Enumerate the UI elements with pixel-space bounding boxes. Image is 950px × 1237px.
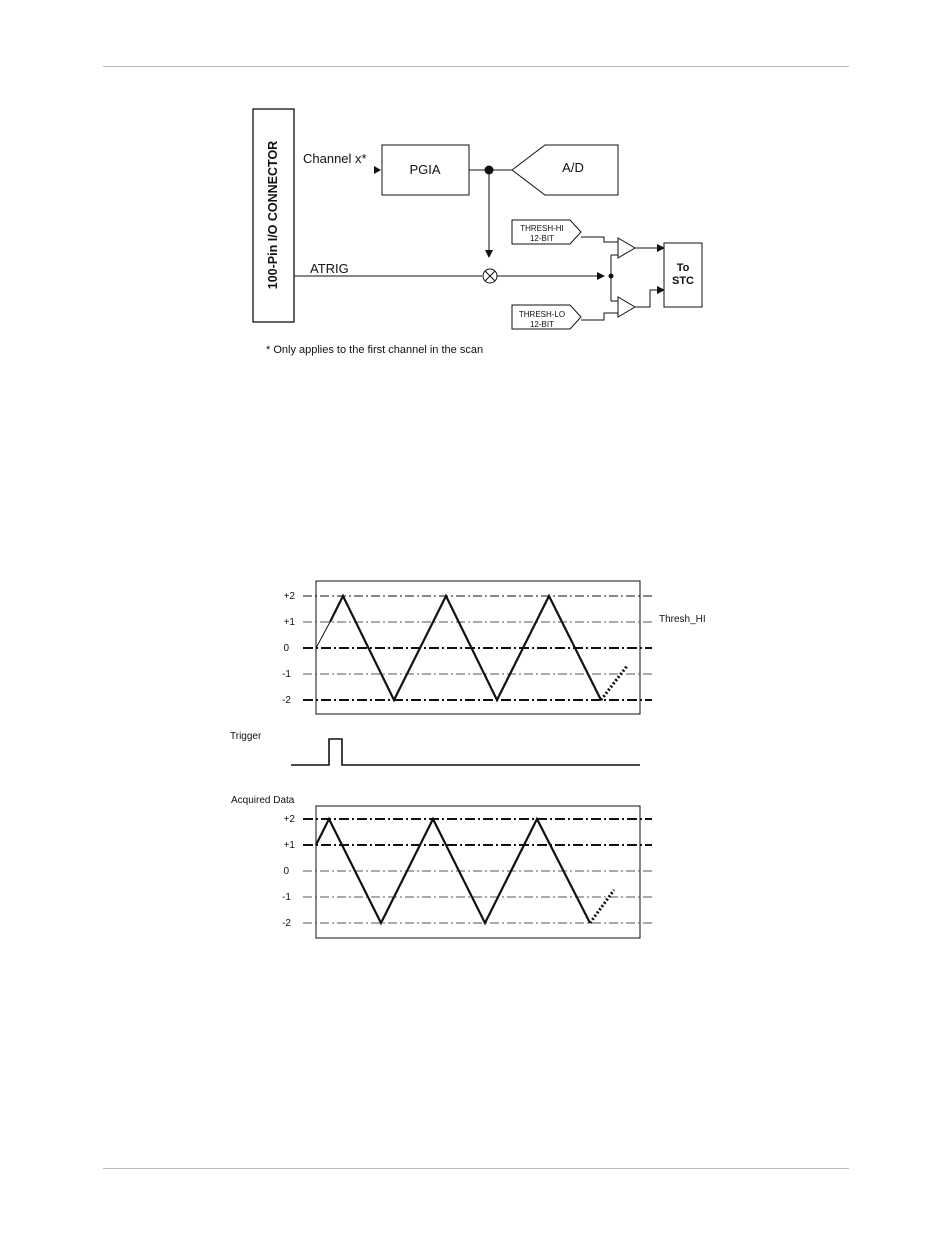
thresh-hi-wire — [581, 237, 618, 242]
acquired-data-label: Acquired Data — [231, 795, 295, 806]
thresh-lo-line1: THRESH-LO — [519, 310, 565, 319]
thresh-hi-line2: 12-BIT — [530, 234, 554, 243]
pgia-label: PGIA — [409, 162, 440, 177]
acquired-wave-continuation — [590, 890, 614, 923]
analog-wave-start — [316, 622, 330, 648]
block-diagram: 100-Pin I/O CONNECTOR Channel x* PGIA A/… — [253, 109, 702, 356]
trigger-label: Trigger — [230, 731, 262, 742]
ad-label: A/D — [562, 160, 584, 175]
footnote: * Only applies to the first channel in t… — [266, 344, 483, 356]
atrig-label: ATRIG — [310, 261, 349, 276]
comparator-hi — [618, 238, 635, 258]
analog-wave-continuation — [601, 666, 627, 700]
acq-tick-minus1: -1 — [282, 892, 291, 903]
acquired-data-plot — [316, 806, 640, 938]
channel-label: Channel x* — [303, 151, 367, 166]
stc-line2: STC — [672, 275, 694, 287]
trigger-pulse — [291, 739, 640, 765]
acq-tick-minus2: -2 — [282, 918, 291, 929]
channel-arrowhead — [374, 166, 381, 174]
connector-label: 100-Pin I/O CONNECTOR — [266, 141, 280, 289]
acq-tick-zero: 0 — [283, 866, 289, 877]
thresh-hi-level-label: Thresh_HI — [659, 614, 706, 625]
tick-zero: 0 — [283, 643, 289, 654]
timing-diagram: +2 +1 0 -1 -2 Thresh_HI Trigger Acquired… — [230, 581, 706, 938]
tick-plus1: +1 — [284, 617, 296, 628]
comparator-lo-output — [635, 290, 664, 307]
thresh-lo-line2: 12-BIT — [530, 320, 554, 329]
tick-minus1: -1 — [282, 669, 291, 680]
acq-tick-plus2: +2 — [284, 814, 296, 825]
stc-line1: To — [677, 262, 690, 274]
tick-plus2: +2 — [284, 591, 296, 602]
thresh-hi-line1: THRESH-HI — [520, 224, 564, 233]
acq-tick-plus1: +1 — [284, 840, 296, 851]
tick-minus2: -2 — [282, 695, 291, 706]
comparator-lo — [618, 297, 635, 317]
thresh-lo-wire — [581, 313, 618, 320]
